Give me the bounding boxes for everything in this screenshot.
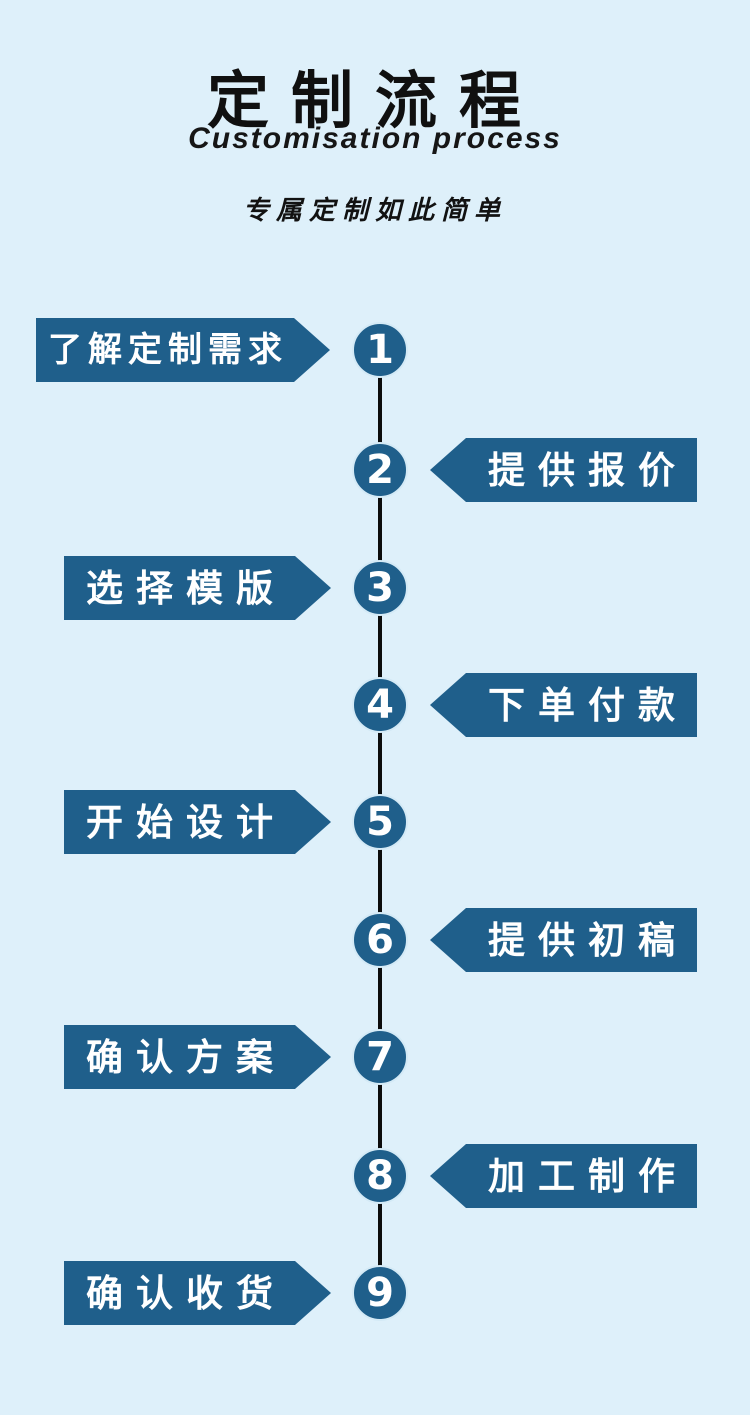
step-9-number: 9 <box>366 1270 394 1316</box>
step-9-number-badge: 9 <box>352 1265 408 1321</box>
step-3-label: 选择模版 <box>86 567 286 609</box>
step-1-number: 1 <box>366 327 394 373</box>
step-9-banner: 确认收货 <box>64 1261 331 1325</box>
step-4-number-badge: 4 <box>352 677 408 733</box>
step-5-number-badge: 5 <box>352 794 408 850</box>
step-3-banner: 选择模版 <box>64 556 331 620</box>
step-2-banner: 提供报价 <box>430 438 697 502</box>
step-7-number-badge: 7 <box>352 1029 408 1085</box>
step-8: 加工制作 8 <box>0 1144 750 1208</box>
step-3: 选择模版 3 <box>0 556 750 620</box>
step-5-label: 开始设计 <box>86 801 286 843</box>
step-8-banner: 加工制作 <box>430 1144 697 1208</box>
step-8-number-badge: 8 <box>352 1148 408 1204</box>
page-title: 定制流程 <box>206 67 543 136</box>
step-5: 开始设计 5 <box>0 790 750 854</box>
step-9: 确认收货 9 <box>0 1261 750 1325</box>
step-4-label: 下单付款 <box>488 684 688 726</box>
step-8-number: 8 <box>366 1153 394 1199</box>
step-6-label: 提供初稿 <box>488 919 688 961</box>
tagline: 专属定制如此简单 <box>242 195 507 225</box>
page-subtitle: Customisation process <box>188 122 562 155</box>
step-3-number: 3 <box>366 565 394 611</box>
step-5-banner: 开始设计 <box>64 790 331 854</box>
step-6-number: 6 <box>366 917 394 963</box>
step-1-number-badge: 1 <box>352 322 408 378</box>
step-6-banner: 提供初稿 <box>430 908 697 972</box>
step-2: 提供报价 2 <box>0 438 750 502</box>
step-2-label: 提供报价 <box>488 449 688 491</box>
step-4-banner: 下单付款 <box>430 673 697 737</box>
step-4-number: 4 <box>366 682 394 728</box>
step-6: 提供初稿 6 <box>0 908 750 972</box>
step-1-label: 了解定制需求 <box>48 331 288 369</box>
step-2-number-badge: 2 <box>352 442 408 498</box>
step-7-number: 7 <box>366 1034 394 1080</box>
step-4: 下单付款 4 <box>0 673 750 737</box>
step-5-number: 5 <box>366 799 394 845</box>
step-7-label: 确认方案 <box>86 1036 286 1078</box>
step-9-label: 确认收货 <box>86 1272 286 1314</box>
step-7-banner: 确认方案 <box>64 1025 331 1089</box>
step-1: 了解定制需求 1 <box>0 318 750 382</box>
step-6-number-badge: 6 <box>352 912 408 968</box>
step-2-number: 2 <box>366 447 394 493</box>
step-8-label: 加工制作 <box>488 1155 688 1197</box>
step-7: 确认方案 7 <box>0 1025 750 1089</box>
step-3-number-badge: 3 <box>352 560 408 616</box>
step-1-banner: 了解定制需求 <box>36 318 330 382</box>
